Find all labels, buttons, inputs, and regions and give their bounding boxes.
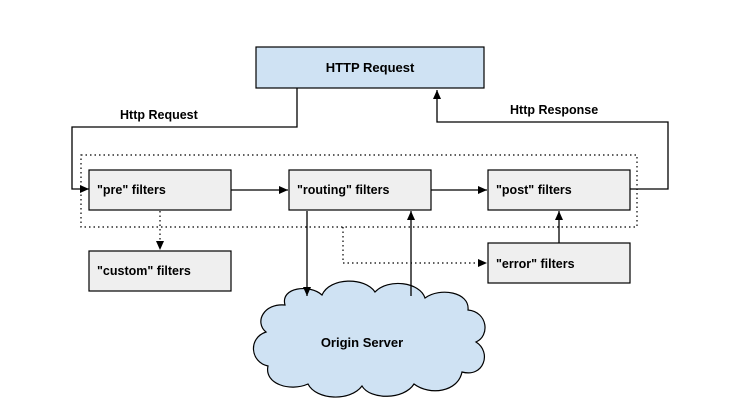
routing-filters-node: "routing" filters: [288, 169, 432, 211]
http-request-title: HTTP Request: [326, 60, 415, 75]
post-filters-box: [487, 169, 631, 211]
error-filters-node: "error" filters: [487, 242, 631, 284]
request-connector-label: Http Request: [120, 108, 199, 122]
error-filters-box: [487, 242, 631, 284]
response-connector: [433, 90, 669, 190]
post-filters-label: "post" filters: [496, 183, 572, 197]
pre-filters-box: [88, 169, 232, 211]
request-connector: [71, 88, 298, 193]
routing-filters-box: [288, 169, 432, 211]
http-request-box: [255, 46, 485, 89]
routing-filters-label: "routing" filters: [297, 183, 389, 197]
response-connector-label: Http Response: [510, 103, 598, 117]
pre-filters-node: "pre" filters: [88, 169, 232, 211]
routing-to-error-dotted-arrow: [342, 227, 487, 267]
custom-filters-box: [88, 250, 232, 292]
post-filters-node: "post" filters: [487, 169, 631, 211]
custom-filters-node: "custom" filters: [88, 250, 232, 292]
origin-server-label: Origin Server: [321, 335, 403, 350]
custom-filters-label: "custom" filters: [97, 264, 191, 278]
http-request-node: HTTP Request: [255, 46, 485, 89]
error-filters-label: "error" filters: [496, 257, 575, 271]
origin-server-cloud: [252, 280, 486, 398]
origin-server-node: Origin Server: [252, 280, 486, 398]
pre-filters-label: "pre" filters: [97, 183, 166, 197]
